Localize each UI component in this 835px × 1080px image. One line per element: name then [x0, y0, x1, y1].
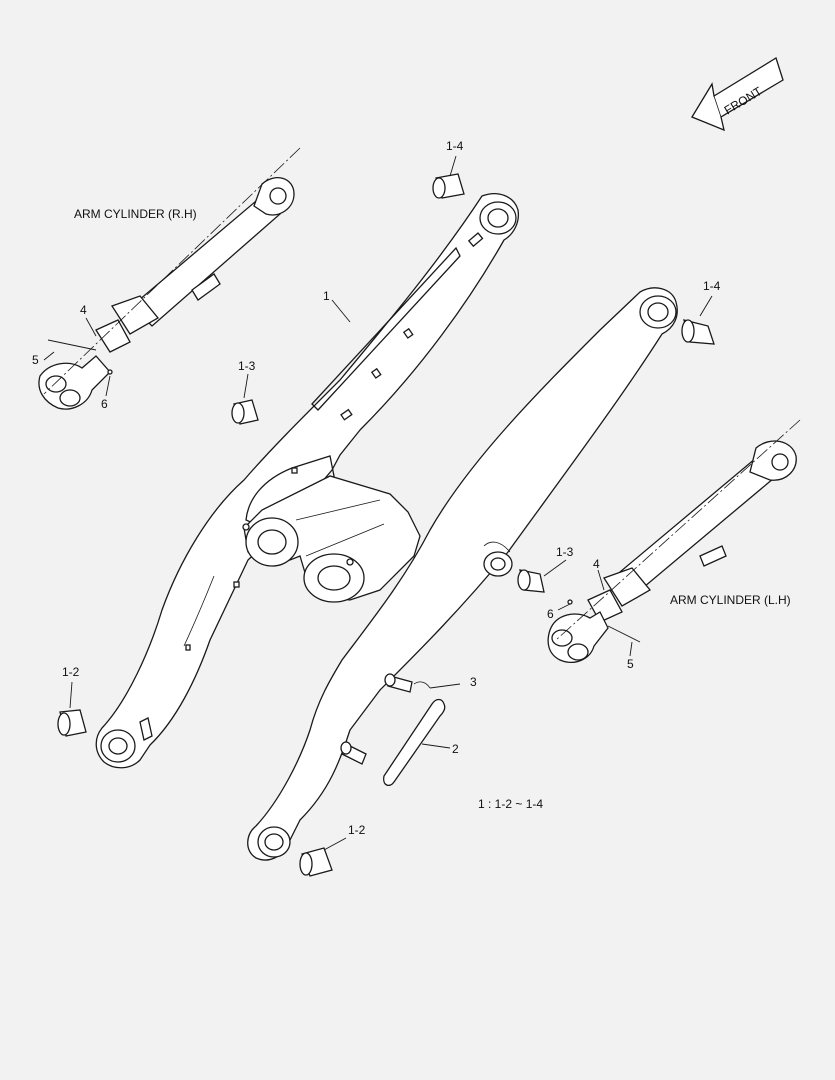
callout-bushing-upper-left: 1-4 — [703, 279, 721, 293]
arm-cylinder-right — [38, 147, 301, 410]
boom-arm-left — [247, 287, 678, 861]
labels: ARM CYLINDER (R.H) ARM CYLINDER (L.H) 1 … — [32, 139, 791, 837]
callout-pin-left: 4 — [593, 557, 600, 571]
callout-bushing-lower-left: 1-2 — [348, 823, 366, 837]
cylinder-rh-label: ARM CYLINDER (R.H) — [74, 207, 197, 221]
cross-tube — [242, 475, 421, 603]
callout-nut-right: 6 — [101, 397, 108, 411]
bushing-middle-right — [231, 399, 259, 425]
bushing-upper-left — [681, 319, 715, 345]
callout-bushing-middle-left: 1-3 — [556, 545, 574, 559]
kit-note: 1 : 1-2 ~ 1-4 — [478, 797, 543, 811]
boom-arm-right — [95, 193, 520, 769]
callout-bushing-middle-right: 1-3 — [238, 359, 256, 373]
callout-link: 2 — [452, 742, 459, 756]
leader-lines — [43, 155, 713, 851]
callout-bushing-upper-right: 1-4 — [446, 139, 464, 153]
bushing-lower-left — [299, 847, 333, 877]
callout-bushing-lower-right: 1-2 — [62, 665, 80, 679]
bushing-middle-left — [517, 569, 545, 593]
arm-cylinder-left — [547, 419, 801, 663]
link-assembly — [340, 673, 446, 787]
bushing-upper-right — [432, 173, 465, 199]
callout-nut-left: 6 — [547, 607, 554, 621]
callout-bolt-right: 5 — [32, 353, 39, 367]
cylinder-lh-label: ARM CYLINDER (L.H) — [670, 593, 791, 607]
callout-bolt-left: 5 — [627, 657, 634, 671]
callout-pin-right: 4 — [80, 303, 87, 317]
callout-arm: 1 — [323, 289, 330, 303]
callout-spring-pin: 3 — [470, 675, 477, 689]
front-direction-arrow: FRONT — [691, 57, 784, 132]
bushing-lower-right — [57, 709, 87, 737]
